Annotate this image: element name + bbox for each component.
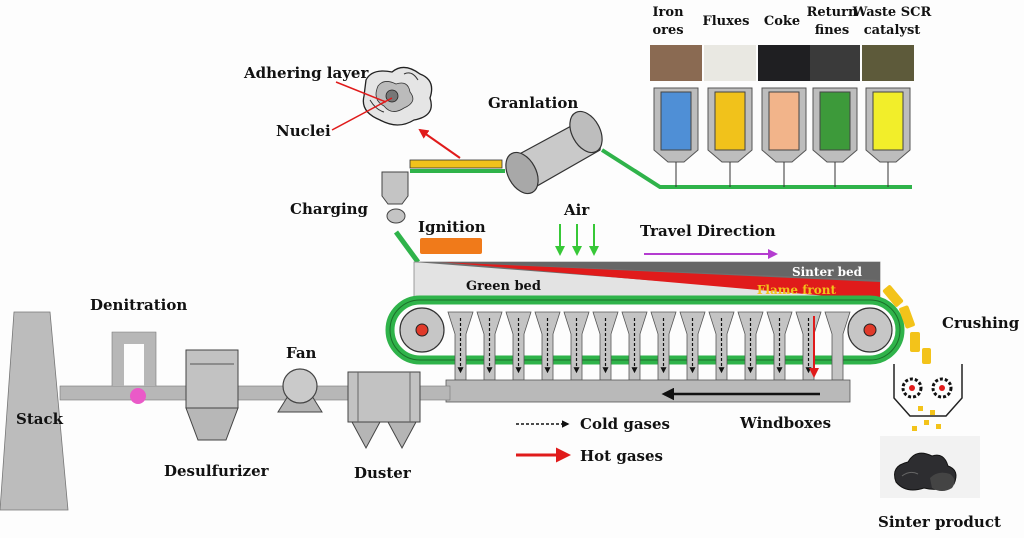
hopper-waste-scr: [865, 87, 911, 163]
granulated-material: [409, 159, 503, 169]
flame-front-band: [440, 262, 880, 298]
green-bed-label: Green bed: [466, 279, 541, 294]
nuclei-pointer: [331, 97, 393, 131]
crusher-gear-right: [931, 377, 953, 399]
sinter-product-image: [880, 436, 980, 498]
sinter-bed-label: Sinter bed: [792, 265, 863, 279]
crushing-section: [882, 285, 963, 431]
hopper-fluxes: [707, 87, 753, 163]
nuclei-label: Nuclei: [276, 122, 331, 140]
ignition-label: Ignition: [418, 218, 486, 236]
legend-cold-gases: Cold gases: [580, 415, 670, 433]
hopper-iron-ores: [653, 87, 699, 163]
legend: Cold gases Hot gases: [516, 415, 670, 465]
sample-coke: [758, 45, 810, 81]
fan: [277, 368, 323, 413]
legend-hot-gases: Hot gases: [580, 447, 663, 465]
raw-materials: Iron ores Fluxes Coke Return fines Waste…: [600, 5, 932, 189]
granulation-drum: [505, 110, 603, 195]
travel-direction-label: Travel Direction: [640, 222, 776, 240]
crushing-label: Crushing: [942, 314, 1020, 332]
air-label: Air: [563, 201, 590, 219]
sinter-product-label: Sinter product: [878, 513, 1001, 531]
feed-conveyor: [600, 148, 912, 189]
flame-front-label: Flame front: [757, 283, 837, 297]
stack: [0, 311, 69, 511]
windboxes: [447, 311, 851, 381]
material-label-return-fines-line2: fines: [815, 23, 850, 38]
material-label-waste-scr: Waste SCR: [852, 5, 932, 20]
gas-treatment-line: [0, 311, 451, 511]
material-label-fluxes: Fluxes: [703, 14, 750, 29]
granule-arrow: [418, 128, 461, 159]
charging-label: Charging: [290, 200, 369, 218]
material-label-return-fines: Return: [807, 5, 858, 20]
sinter-strand: Sinter bed Flame front Green bed: [385, 261, 905, 403]
windbox-main-duct: [445, 379, 851, 403]
hopper-coke: [761, 87, 807, 163]
granulation-label: Granlation: [488, 94, 578, 112]
denitration-label: Denitration: [90, 296, 187, 314]
duster-label: Duster: [354, 464, 412, 482]
crusher-gear-left: [901, 377, 923, 399]
charging-chute: [393, 230, 421, 264]
windboxes-label: Windboxes: [739, 414, 831, 432]
material-label-waste-scr-line2: catalyst: [864, 23, 921, 38]
material-label-iron-ores-line2: ores: [652, 23, 683, 38]
sample-waste-scr: [862, 45, 914, 81]
desulfurizer-label: Desulfurizer: [164, 462, 270, 480]
ignition-hood: [420, 238, 482, 254]
hopper-return-fines: [812, 87, 858, 163]
denitration-unit: [130, 388, 146, 404]
windbox-14: [824, 311, 851, 381]
granule-illustration: [362, 66, 433, 126]
material-label-coke: Coke: [764, 14, 800, 29]
fan-label: Fan: [286, 344, 317, 362]
desulfurizer: [185, 349, 239, 441]
adhering-layer-label: Adhering layer: [243, 64, 369, 82]
stack-label: Stack: [16, 410, 64, 428]
sample-return-fines: [810, 45, 860, 81]
sample-fluxes: [704, 45, 756, 81]
charging-hopper: [381, 171, 409, 224]
material-label-iron-ores: Iron: [652, 5, 684, 20]
crusher-hopper: [893, 364, 963, 417]
adhering-layer-pointer: [335, 81, 387, 103]
denitration-loop: [112, 332, 156, 386]
sample-iron-ores: [650, 45, 702, 81]
duster: [347, 371, 421, 450]
